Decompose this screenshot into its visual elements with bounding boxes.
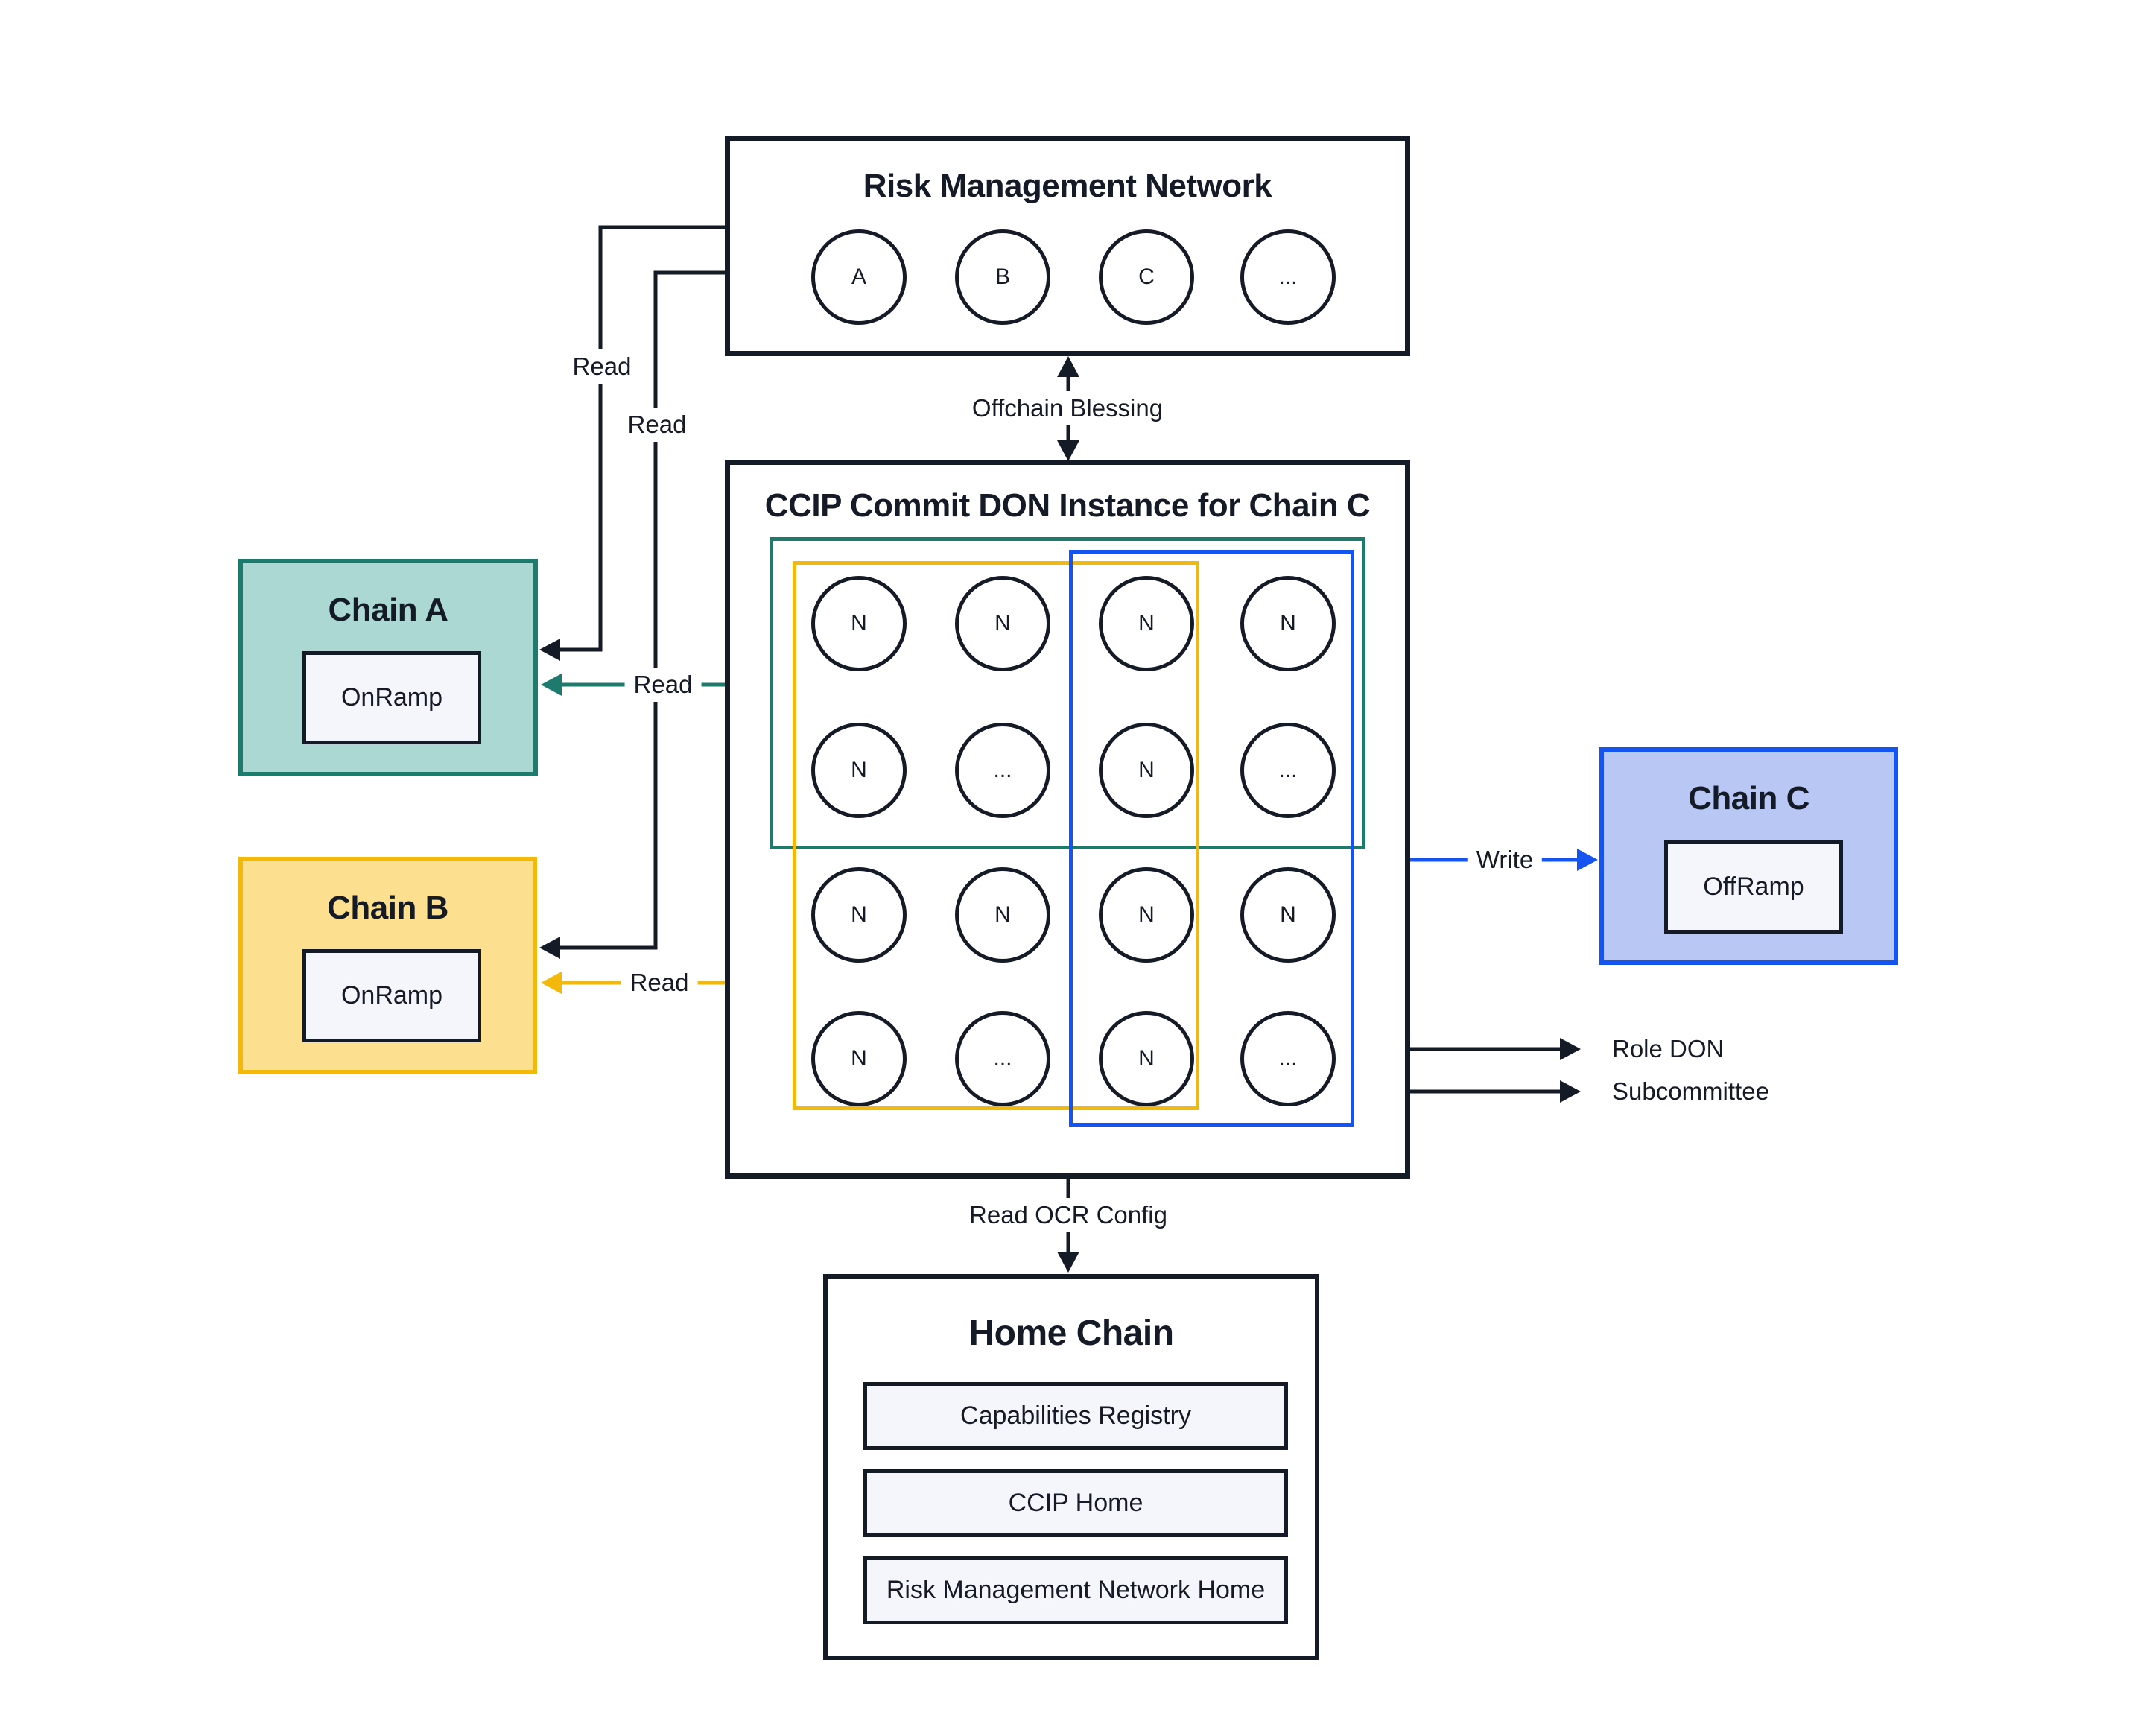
don-node-circle: N xyxy=(1099,867,1194,963)
don-node-circle: N xyxy=(811,576,907,671)
don-node-circle: N xyxy=(1240,867,1336,963)
don-node-circle: N xyxy=(955,867,1050,963)
label-role-don: Role DON xyxy=(1603,1032,1733,1066)
label-offchain-blessing: Offchain Blessing xyxy=(962,391,1173,425)
label-subcommittee: Subcommittee xyxy=(1603,1074,1778,1109)
home-chain-title: Home Chain xyxy=(968,1314,1174,1353)
arrowhead-read-ocr xyxy=(1057,1252,1079,1273)
arrowhead-chain-c-blue xyxy=(1577,849,1598,871)
wire-rmn-to-chain-a xyxy=(559,225,725,652)
chain-c-offramp: OffRamp xyxy=(1664,840,1843,934)
chain-a-title: Chain A xyxy=(328,592,448,628)
label-read-rmn-chain-a: Read xyxy=(563,349,641,384)
home-chain-item: Capabilities Registry xyxy=(863,1382,1288,1450)
rmn-node-circle: ... xyxy=(1240,229,1336,325)
wire-rmn-to-chain-b xyxy=(559,270,725,950)
arrowhead-chain-b-yellow xyxy=(541,972,562,994)
label-read-don-chain-b: Read xyxy=(621,966,698,1000)
arrowhead-role-don xyxy=(1560,1038,1581,1060)
don-node-circle: N xyxy=(1240,576,1336,671)
arrowhead-subcommittee xyxy=(1560,1080,1581,1103)
ccip-commit-don-title: CCIP Commit DON Instance for Chain C xyxy=(764,487,1371,524)
chain-b-onramp: OnRamp xyxy=(302,949,481,1042)
yellow-subcommittee-outline xyxy=(793,561,1199,1110)
home-chain-item: Risk Management Network Home xyxy=(863,1556,1288,1624)
home-chain-item: CCIP Home xyxy=(863,1469,1288,1537)
chain-c-title: Chain C xyxy=(1688,780,1809,817)
don-node-circle: ... xyxy=(955,1011,1050,1106)
chain-a-onramp: OnRamp xyxy=(302,651,481,744)
don-node-circle: N xyxy=(1099,1011,1194,1106)
risk-management-network-title: Risk Management Network xyxy=(863,168,1272,204)
label-read-don-chain-a: Read xyxy=(624,668,702,702)
label-write: Write xyxy=(1467,843,1543,877)
chain-b-box: Chain B OnRamp xyxy=(238,857,537,1074)
chain-b-title: Chain B xyxy=(327,890,448,926)
don-node-circle: N xyxy=(1099,723,1194,818)
don-node-circle: ... xyxy=(1240,1011,1336,1106)
don-node-circle: ... xyxy=(1240,723,1336,818)
label-read-rmn-chain-b: Read xyxy=(618,408,696,442)
don-node-circle: N xyxy=(1099,576,1194,671)
arrowhead-chain-a-black xyxy=(539,639,560,661)
arrowhead-offchain-down xyxy=(1057,440,1079,461)
label-read-ocr-config: Read OCR Config xyxy=(960,1198,1176,1232)
don-node-circle: N xyxy=(811,867,907,963)
rmn-node-circle: B xyxy=(955,229,1050,325)
blue-role-don-outline xyxy=(1069,550,1354,1127)
teal-subcommittee-outline xyxy=(770,537,1365,849)
arrowhead-chain-a-teal xyxy=(541,674,562,696)
chain-c-box: Chain C OffRamp xyxy=(1599,747,1898,965)
don-node-circle: N xyxy=(955,576,1050,671)
don-node-circle: N xyxy=(811,1011,907,1106)
chain-a-box: Chain A OnRamp xyxy=(238,559,538,776)
rmn-node-circle: C xyxy=(1099,229,1194,325)
rmn-node-circle: A xyxy=(811,229,907,325)
arrowhead-offchain-up xyxy=(1057,356,1079,377)
don-node-circle: N xyxy=(811,723,907,818)
arrowhead-chain-b-black xyxy=(539,937,560,959)
don-node-circle: ... xyxy=(955,723,1050,818)
